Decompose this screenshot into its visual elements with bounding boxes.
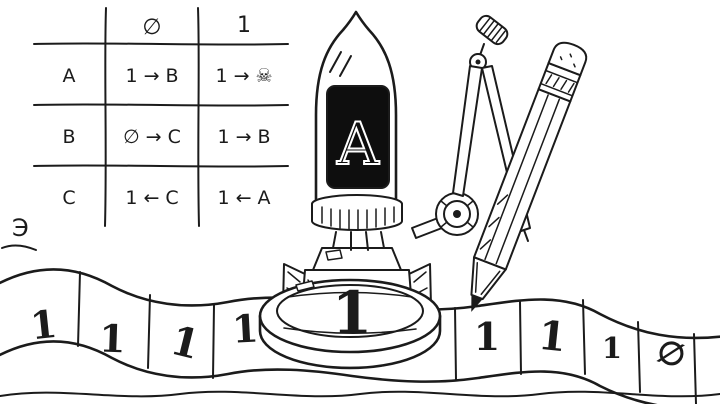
compass-knob [475,14,509,46]
vacuum-tube: A [311,10,403,251]
table-grid-line [33,164,289,168]
tape-cell-symbol: 1 [231,305,260,351]
tape-divider [519,301,522,375]
tube-base-band [311,203,403,231]
row-a-state: A [63,65,76,87]
tape-end-ledge [1,244,37,251]
tape-cell-symbol: 1 [474,314,500,359]
compass-leg-left [452,65,483,197]
tape-divider [582,299,586,375]
wheel-hatch [440,200,474,228]
eraser-stipple [559,53,576,68]
tape-bottom-edge [0,340,658,404]
cell-b-on-one: 1 → B [217,126,270,148]
tape-divider [454,307,457,381]
tube-shine [329,51,352,77]
tape-cell-symbol: 1 [166,317,204,369]
row-c-state: C [62,187,75,209]
cone-lines [474,262,501,296]
tape-end-symbol: Э [12,214,29,242]
tape-divider [693,333,697,404]
tape-divider [637,321,641,393]
cell-a-on-blank: 1 → B [125,65,178,87]
magnifier-lens [276,284,424,338]
col-header-one: 1 [237,13,251,38]
row-b-state: B [62,126,75,148]
ground-line [0,390,720,398]
tape-divider [147,294,151,369]
cell-c-on-blank: 1 ← C [125,187,178,209]
table-grid-line [197,7,200,227]
state-letter: A [336,110,380,178]
table-grid-line [33,103,289,107]
table-grid-line [33,42,289,46]
wheel-inner [443,200,471,228]
cell-b-on-blank: ∅ → C [123,126,181,148]
rim-highlight [295,280,315,292]
wheel-hub [453,210,461,218]
wheel-joint [435,192,479,236]
pencil-eraser [547,41,588,77]
magnified-tape-edges [283,291,417,334]
hinge-pin [475,59,481,65]
transition-table: ∅ 1 A 1 → B 1 → ☠ B ∅ → C 1 → B C 1 ← C … [33,7,289,227]
tube-pins [332,231,385,251]
tape-cell-symbol: 1 [28,301,59,349]
magnifier: 1 [258,278,442,370]
tape-cell-symbol: 1 [98,316,126,362]
magnified-symbol: 1 [332,279,372,347]
pencil-hatch [479,194,509,250]
knob-body [475,14,509,46]
cell-c-on-one: 1 ← A [217,187,270,209]
tape-cell-symbol: 1 [602,331,622,365]
collar-panel [325,249,343,261]
pencil-facets [484,94,561,265]
table-grid-line [104,7,107,227]
col-header-blank: ∅ [142,15,161,40]
knob-knurl [479,17,506,44]
compass-needle [523,229,529,242]
pencil [470,41,588,312]
tape-cell-symbol: 1 [536,312,569,362]
tape-cell-symbol: ∅ [652,331,690,376]
tape-divider [212,304,215,379]
tape-divider [77,271,81,347]
ferrule-crimps [539,69,579,97]
cell-a-on-one: 1 → ☠ [215,65,272,87]
base-knurl-hatch [321,206,395,230]
tube-screen [326,85,390,189]
